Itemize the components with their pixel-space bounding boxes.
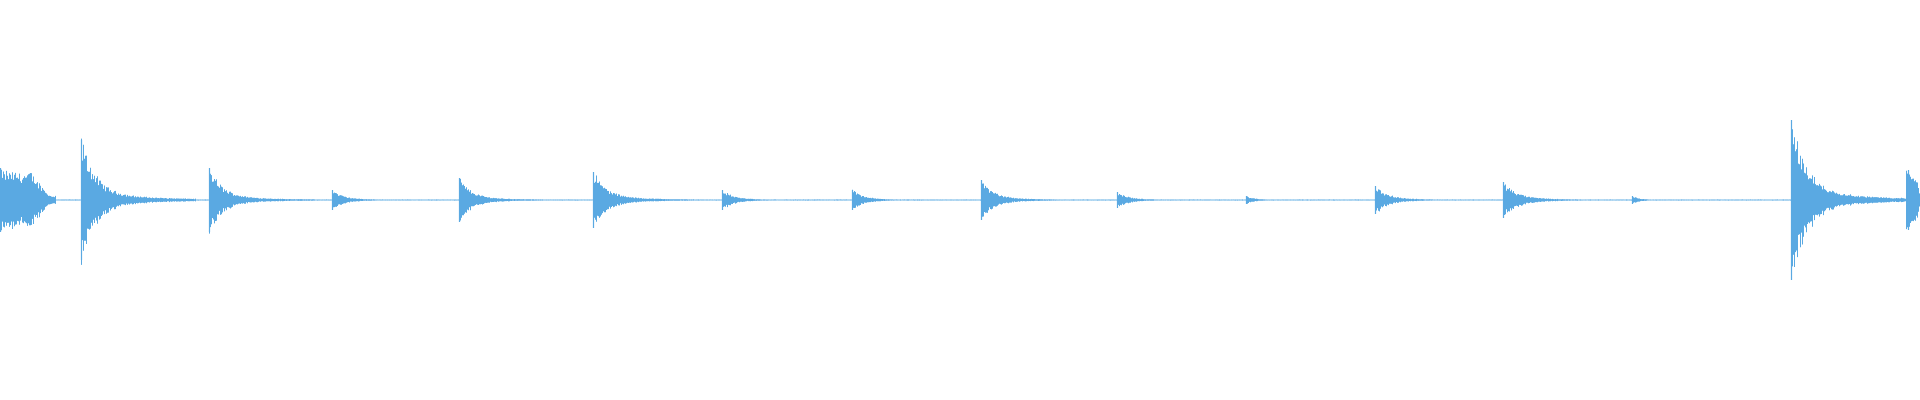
waveform-path xyxy=(0,121,1920,268)
